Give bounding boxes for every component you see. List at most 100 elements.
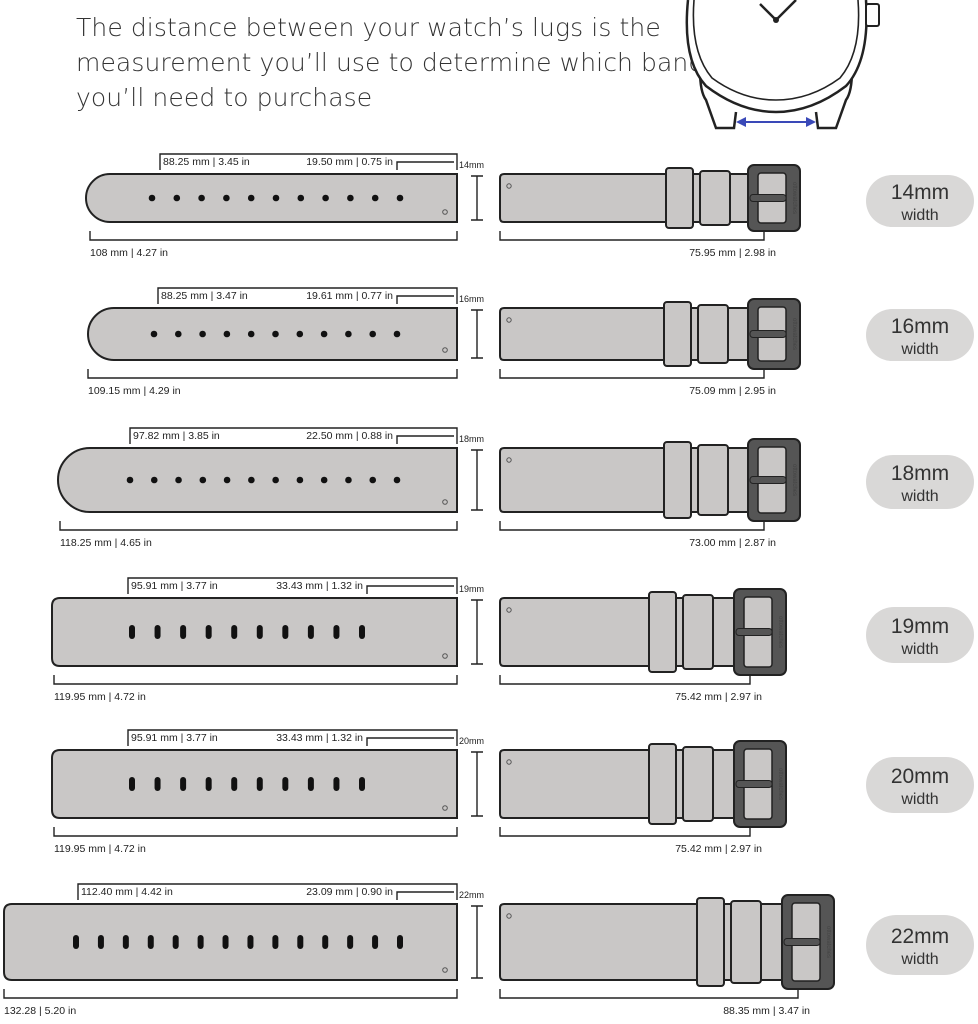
spring-bar-icon <box>506 607 512 613</box>
floating-keeper <box>682 746 714 822</box>
strap-hole <box>320 476 328 484</box>
strap-hole <box>247 194 255 202</box>
strap-hole <box>199 476 207 484</box>
strap-hole <box>173 194 181 202</box>
strap-hole <box>282 625 289 639</box>
strap-hole <box>307 625 314 639</box>
strap-hole <box>272 194 280 202</box>
strap-hole <box>272 935 279 949</box>
width-dimension <box>471 309 483 359</box>
strap-hole <box>396 194 404 202</box>
short-strap <box>499 749 741 819</box>
hole-span-label: 95.91 mm | 3.77 in <box>131 732 218 744</box>
hole-span-bracket <box>127 729 458 746</box>
strap-hole <box>175 476 182 484</box>
short-length-bracket <box>499 369 765 379</box>
strap-hole <box>197 935 204 949</box>
spring-bar-icon <box>506 183 512 189</box>
strap-hole <box>180 625 187 639</box>
strap-hole <box>393 476 401 484</box>
strap-keeper <box>648 591 677 673</box>
short-length-label: 75.95 mm | 2.98 in <box>689 247 776 259</box>
long-length-bracket <box>53 675 458 685</box>
short-length-bracket <box>499 231 765 241</box>
hour-hand-icon <box>759 3 777 21</box>
spring-bar-icon <box>442 653 448 659</box>
strap-hole <box>223 476 231 484</box>
width-dimension-label: 20mm <box>459 736 484 746</box>
tip-length-bracket <box>396 295 454 304</box>
floating-keeper <box>699 170 731 226</box>
size-pill-value: 18mm <box>891 462 949 485</box>
width-dimension-label: 22mm <box>459 890 484 900</box>
brand-mark: ottowatches <box>791 182 797 214</box>
long-length-label: 108 mm | 4.27 in <box>90 247 168 259</box>
width-dimension-label: 16mm <box>459 294 484 304</box>
hole-span-label: 88.25 mm | 3.45 in <box>163 156 250 168</box>
strap-keeper <box>663 301 692 367</box>
long-length-bracket <box>53 827 458 837</box>
strap-keeper <box>648 743 677 825</box>
strap-hole <box>247 330 255 338</box>
strap-hole <box>147 935 154 949</box>
strap-hole <box>247 935 254 949</box>
buckle-prong <box>735 780 773 788</box>
strap-hole <box>222 935 229 949</box>
strap-hole <box>347 935 354 949</box>
headline-line-3: you’ll need to purchase <box>76 83 373 112</box>
tip-length-label: 23.09 mm | 0.90 in <box>306 886 393 898</box>
buckle-prong <box>735 628 773 636</box>
short-length-bracket <box>499 989 799 999</box>
brand-mark: ottowatches <box>791 464 797 496</box>
long-strap <box>57 447 458 513</box>
floating-keeper <box>697 304 729 364</box>
floating-keeper <box>697 444 729 516</box>
size-pill-value: 14mm <box>891 181 949 204</box>
buckle-prong <box>749 194 787 202</box>
long-strap <box>3 903 458 981</box>
buckle-prong <box>749 330 787 338</box>
headline-line-1: The distance between your watch’s lugs i… <box>76 13 661 42</box>
strap-hole <box>272 330 279 338</box>
strap-hole <box>154 625 161 639</box>
buckle-prong <box>783 938 821 946</box>
strap-hole <box>359 625 365 639</box>
short-length-label: 75.42 mm | 2.97 in <box>675 843 762 855</box>
strap-hole <box>297 935 304 949</box>
long-length-bracket <box>3 989 458 999</box>
strap-hole <box>333 625 340 639</box>
long-strap <box>51 749 458 819</box>
strap-hole <box>369 330 377 338</box>
strap-hole <box>347 194 354 202</box>
headline-line-2: measurement you’ll use to determine whic… <box>76 48 705 77</box>
strap-hole <box>272 476 279 484</box>
spring-bar-icon <box>506 913 512 919</box>
long-length-label: 119.95 mm | 4.72 in <box>54 691 146 703</box>
strap-hole <box>322 935 329 949</box>
watch-crown <box>865 3 880 27</box>
strap-hole <box>307 777 314 791</box>
hole-span-bracket <box>159 153 458 170</box>
watch-lug-illustration <box>685 0 880 130</box>
strap-hole <box>282 777 289 791</box>
width-dimension <box>471 751 483 817</box>
short-length-bracket <box>499 827 751 837</box>
strap-hole <box>129 625 135 639</box>
strap-hole <box>369 476 377 484</box>
size-pill-value: 22mm <box>891 925 949 948</box>
strap-hole <box>359 777 365 791</box>
strap-hole <box>320 330 328 338</box>
spring-bar-icon <box>442 805 448 811</box>
strap-hole <box>205 777 212 791</box>
tip-length-label: 19.61 mm | 0.77 in <box>306 290 393 302</box>
size-pill <box>866 915 974 975</box>
tip-length-bracket <box>396 435 454 444</box>
spring-bar-icon <box>442 967 448 973</box>
strap-hole <box>97 935 104 949</box>
strap-hole <box>256 625 263 639</box>
size-pill <box>866 309 974 361</box>
spring-bar-icon <box>506 759 512 765</box>
short-length-bracket <box>499 521 765 531</box>
